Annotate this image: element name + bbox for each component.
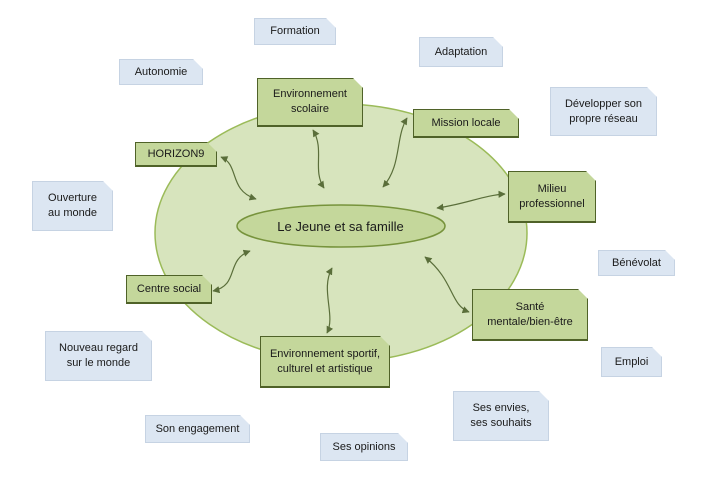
node-horizon9: HORIZON9	[135, 142, 217, 167]
arrow-mission	[382, 117, 408, 188]
node-emploi: Emploi	[601, 347, 662, 377]
node-mission-locale: Mission locale	[413, 109, 519, 138]
node-son-engagement: Son engagement	[145, 415, 250, 443]
node-ses-opinions: Ses opinions	[320, 433, 408, 461]
node-envies-souhaits: Ses envies,ses souhaits	[453, 391, 549, 441]
arrow-sportif	[325, 267, 334, 334]
arrow-scolaire	[312, 129, 325, 189]
node-environnement-sportif: Environnement sportif,culturel et artist…	[260, 336, 390, 388]
node-centre-social: Centre social	[126, 275, 212, 304]
arrow-pro	[436, 190, 506, 211]
node-formation: Formation	[254, 18, 336, 45]
arrow-horizon	[220, 156, 257, 201]
center-label: Le Jeune et sa famille	[277, 218, 404, 234]
node-autonomie: Autonomie	[119, 59, 203, 85]
node-benevolat: Bénévolat	[598, 250, 675, 276]
arrow-social	[212, 249, 251, 294]
arrow-sante	[424, 256, 470, 314]
node-adaptation: Adaptation	[419, 37, 503, 67]
center-ellipse	[236, 204, 446, 248]
